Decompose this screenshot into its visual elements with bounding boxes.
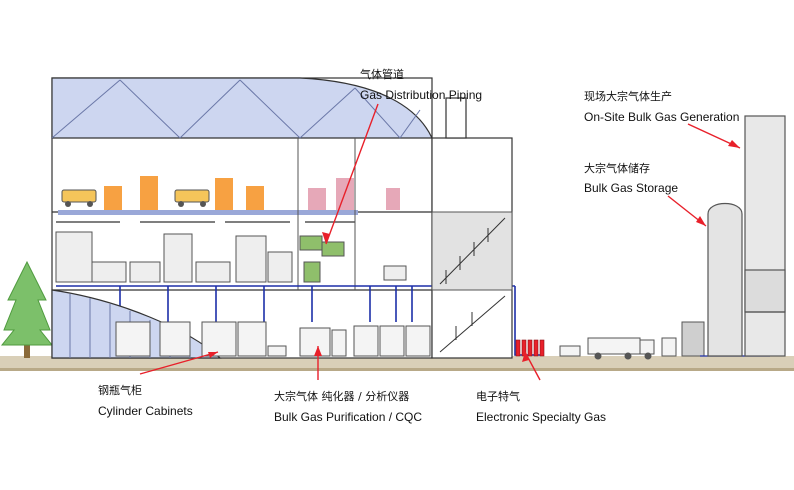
bulk-storage-label-en: Bulk Gas Storage	[584, 181, 679, 195]
ground-edge	[0, 368, 794, 371]
raised-floor-band	[58, 210, 358, 215]
purification-label-cn: 大宗气体 纯化器 / 分析仪器	[274, 390, 410, 403]
tree-icon	[0, 260, 54, 358]
arrow-specialty-gas	[524, 351, 541, 381]
onsite-generation-label-en: On-Site Bulk Gas Generation	[584, 110, 740, 124]
specialty-gas-label-cn: 电子特气	[476, 390, 520, 403]
bulk-storage-label-cn: 大宗气体储存	[584, 162, 650, 175]
stair-tower	[431, 97, 513, 359]
cylinder-cabinets	[115, 321, 347, 357]
arrow-cylinder-cabinets	[139, 351, 219, 375]
ground-strip	[0, 356, 794, 370]
specialty-gas-cylinders	[515, 339, 545, 357]
onsite-generation-tower	[744, 115, 786, 357]
purification-label-en: Bulk Gas Purification / CQC	[274, 410, 423, 424]
bulk-storage-tank	[707, 202, 743, 357]
gas-piping-label-en: Gas Distribution Piping	[360, 88, 483, 102]
building-roof	[51, 77, 433, 139]
cylinder-cabinets-label-en: Cylinder Cabinets	[98, 404, 193, 418]
arrowheads	[208, 140, 740, 362]
specialty-gas-label-en: Electronic Specialty Gas	[476, 410, 607, 424]
process-equipment-middle	[55, 231, 407, 283]
purification-units	[353, 325, 431, 357]
onsite-generation-label-cn: 现场大宗气体生产	[584, 90, 672, 103]
arrow-gas-piping	[325, 103, 379, 245]
cylinder-cabinets-label-cn: 钢瓶气柜	[98, 384, 142, 397]
interior-walls	[297, 138, 356, 290]
gas-piping-label-cn: 气体管道	[360, 68, 404, 81]
process-tools-upper	[61, 176, 400, 210]
gas-tanker-truck	[559, 321, 705, 360]
